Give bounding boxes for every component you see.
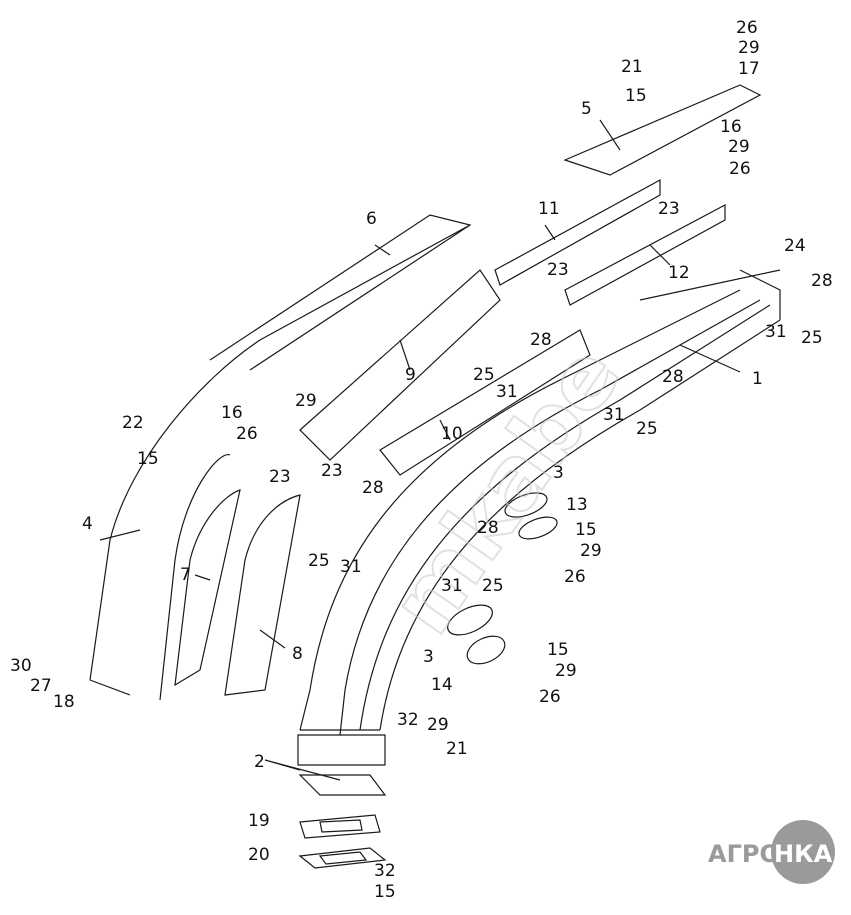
callout-25e: 25 bbox=[482, 576, 504, 596]
callout-28e: 28 bbox=[477, 518, 499, 538]
callout-28a: 28 bbox=[811, 271, 833, 291]
callout-28b: 28 bbox=[530, 330, 552, 350]
callout-29b: 29 bbox=[728, 137, 750, 157]
callout-18: 18 bbox=[53, 692, 75, 712]
callout-10: 10 bbox=[441, 424, 463, 444]
logo-left-text: АГРО bbox=[708, 840, 780, 868]
callout-23a: 23 bbox=[658, 199, 680, 219]
callout-16b: 16 bbox=[221, 403, 243, 423]
callout-26c: 26 bbox=[236, 424, 258, 444]
callout-15a: 15 bbox=[625, 86, 647, 106]
callout-7: 7 bbox=[180, 565, 191, 585]
callout-9: 9 bbox=[405, 365, 416, 385]
callout-30: 30 bbox=[10, 656, 32, 676]
callout-14: 14 bbox=[431, 675, 453, 695]
callout-15b: 15 bbox=[137, 449, 159, 469]
callout-31a: 31 bbox=[765, 322, 787, 342]
callout-31e: 31 bbox=[441, 576, 463, 596]
callout-3a: 3 bbox=[553, 463, 564, 483]
callout-15e: 15 bbox=[374, 882, 396, 902]
callout-26d: 26 bbox=[564, 567, 586, 587]
callout-21b: 21 bbox=[446, 739, 468, 759]
callout-15c: 15 bbox=[575, 520, 597, 540]
callout-17: 17 bbox=[738, 59, 760, 79]
callout-29e: 29 bbox=[555, 661, 577, 681]
callout-3b: 3 bbox=[423, 647, 434, 667]
logo-circle-icon bbox=[771, 820, 835, 884]
callout-15d: 15 bbox=[547, 640, 569, 660]
callout-20: 20 bbox=[248, 845, 270, 865]
callout-25a: 25 bbox=[801, 328, 823, 348]
callout-25c: 25 bbox=[636, 419, 658, 439]
logo-right-text: НКА bbox=[774, 840, 833, 868]
callout-5: 5 bbox=[581, 99, 592, 119]
callout-31d: 31 bbox=[340, 557, 362, 577]
callout-31b: 31 bbox=[496, 382, 518, 402]
callout-31c: 31 bbox=[603, 405, 625, 425]
callout-21a: 21 bbox=[621, 57, 643, 77]
callout-2: 2 bbox=[254, 752, 265, 772]
drawing-lines bbox=[89, 84, 781, 869]
callout-6: 6 bbox=[366, 209, 377, 229]
callout-29c: 29 bbox=[295, 391, 317, 411]
callout-23b: 23 bbox=[547, 260, 569, 280]
callout-25b: 25 bbox=[473, 365, 495, 385]
brand-logo: АГРО НКА bbox=[708, 820, 835, 884]
callout-28d: 28 bbox=[362, 478, 384, 498]
callout-29d: 29 bbox=[580, 541, 602, 561]
callout-29f: 29 bbox=[427, 715, 449, 735]
callout-32b: 32 bbox=[374, 861, 396, 881]
callout-27: 27 bbox=[30, 676, 52, 696]
callout-29a: 29 bbox=[738, 38, 760, 58]
callout-28c: 28 bbox=[662, 367, 684, 387]
callout-26b: 26 bbox=[729, 159, 751, 179]
callout-23d: 23 bbox=[321, 461, 343, 481]
callout-26a: 26 bbox=[736, 18, 758, 38]
callout-16a: 16 bbox=[720, 117, 742, 137]
callout-12: 12 bbox=[668, 263, 690, 283]
callout-1: 1 bbox=[752, 369, 763, 389]
callout-labels: 1 2 3 3 4 5 6 7 8 9 10 11 12 13 14 15 15… bbox=[10, 18, 833, 902]
callout-23c: 23 bbox=[269, 467, 291, 487]
callout-24: 24 bbox=[784, 236, 806, 256]
callout-8: 8 bbox=[292, 644, 303, 664]
callout-19: 19 bbox=[248, 811, 270, 831]
callout-13: 13 bbox=[566, 495, 588, 515]
callout-32a: 32 bbox=[397, 710, 419, 730]
callout-22: 22 bbox=[122, 413, 144, 433]
callout-4: 4 bbox=[82, 514, 93, 534]
callout-11: 11 bbox=[538, 199, 560, 219]
callout-26e: 26 bbox=[539, 687, 561, 707]
callout-25d: 25 bbox=[308, 551, 330, 571]
